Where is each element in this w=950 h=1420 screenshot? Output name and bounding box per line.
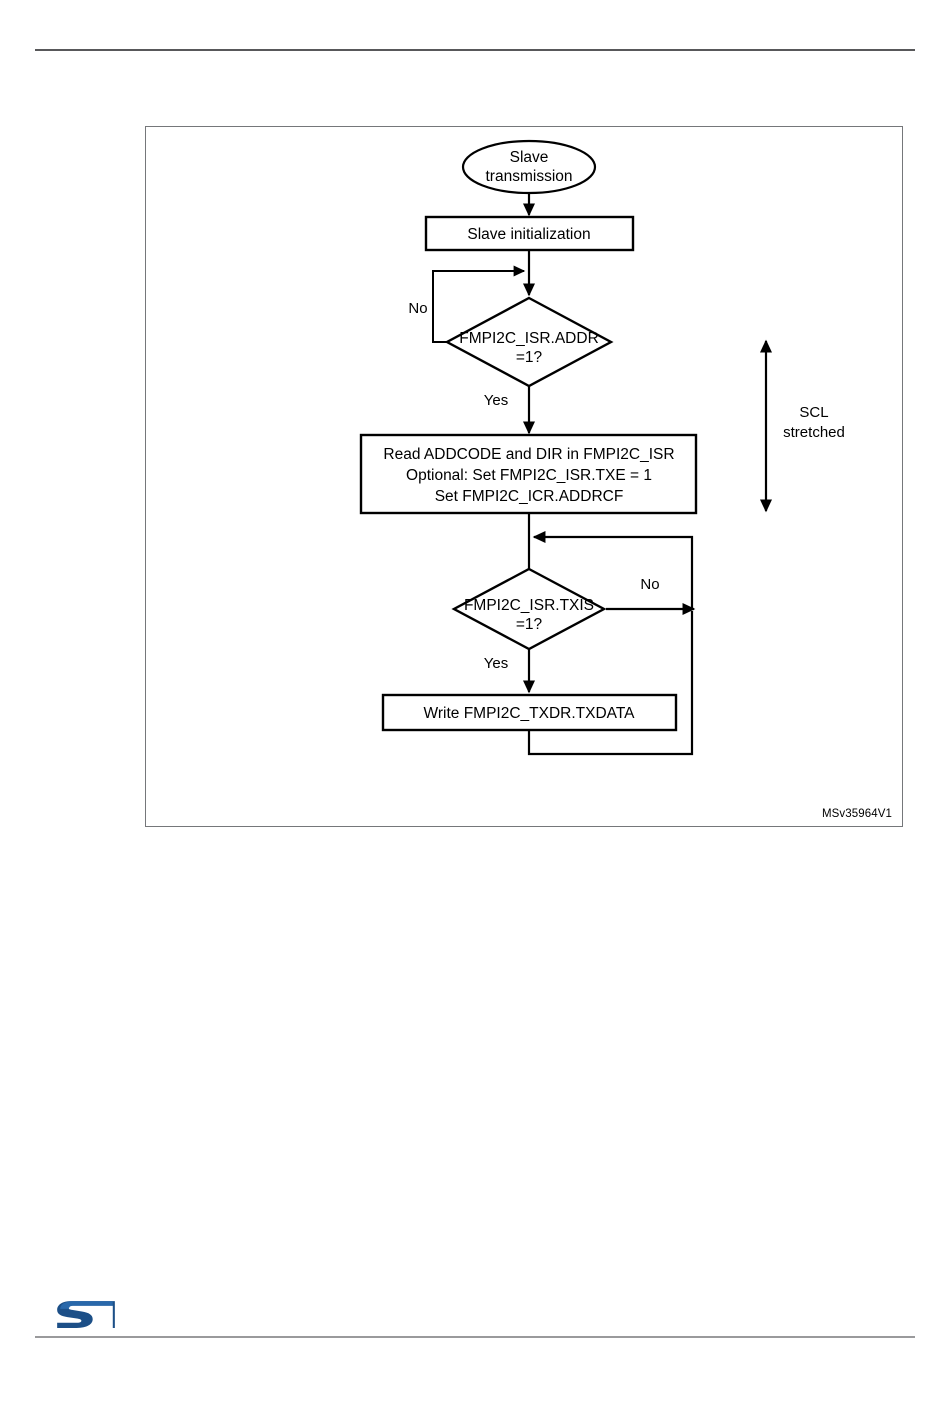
node-init-label: Slave initialization	[467, 226, 590, 243]
node-read-label-line3: Set FMPI2C_ICR.ADDRCF	[435, 488, 624, 505]
node-decision-addr	[444, 296, 614, 388]
st-logo	[55, 1296, 117, 1330]
figure-container: Slave transmission Slave initialization …	[145, 126, 903, 827]
header-rule	[35, 49, 915, 51]
figure-id-label: MSv35964V1	[821, 808, 892, 820]
edge-label-txis-no: No	[640, 576, 659, 593]
node-start-terminator	[461, 139, 597, 195]
node-decision-txis	[451, 567, 607, 651]
connector-addr-no-loop	[432, 265, 526, 343]
node-start-label-line1: Slave	[510, 149, 549, 166]
node-write-txdata	[381, 693, 678, 732]
node-txis-label-line2: =1?	[516, 616, 543, 633]
annotation-scl-line1: SCL	[799, 404, 828, 421]
annotation-scl-line2: stretched	[783, 424, 845, 441]
node-addr-label-line1: FMPI2C_ISR.ADDR	[459, 330, 599, 347]
st-logo-icon	[57, 1301, 115, 1328]
edge-label-addr-no: No	[408, 300, 427, 317]
node-read-label-line1: Read ADDCODE and DIR in FMPI2C_ISR	[383, 446, 674, 463]
node-start-label-line2: transmission	[486, 168, 573, 185]
edge-label-addr-yes: Yes	[484, 392, 508, 409]
node-read-label-line2: Optional: Set FMPI2C_ISR.TXE = 1	[406, 467, 652, 484]
flowchart-svg: Slave transmission Slave initialization …	[359, 139, 845, 756]
node-txis-label-line1: FMPI2C_ISR.TXIS	[464, 597, 594, 614]
node-addr-label-line2: =1?	[516, 349, 543, 366]
edge-label-txis-yes: Yes	[484, 655, 508, 672]
connector-write-loop-back	[527, 611, 694, 756]
connector-loop-return-top	[532, 530, 694, 609]
footer-rule	[35, 1336, 915, 1338]
node-write-label: Write FMPI2C_TXDR.TXDATA	[424, 705, 636, 722]
node-slave-initialization	[424, 215, 635, 252]
node-read-addcode	[359, 433, 698, 515]
